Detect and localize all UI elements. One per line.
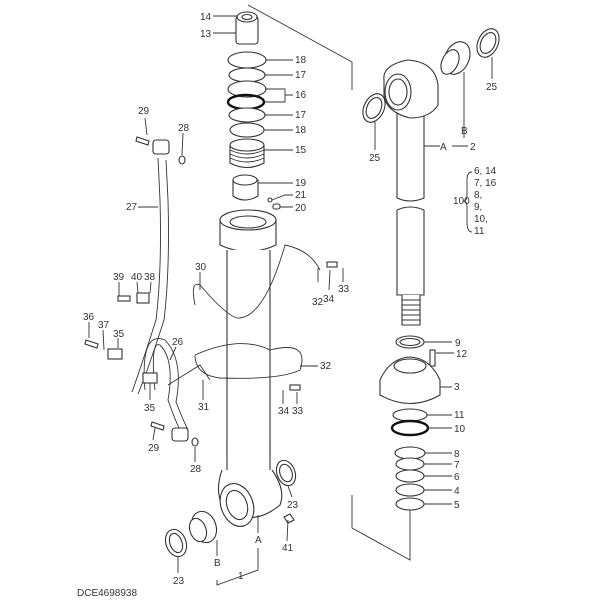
nut-19 bbox=[232, 174, 281, 210]
kit-item: 9, bbox=[474, 202, 482, 213]
part-label: 27 bbox=[126, 202, 138, 213]
part-label: 3 bbox=[454, 382, 460, 393]
part-label: 29 bbox=[138, 106, 150, 117]
part-label: 37 bbox=[98, 320, 110, 331]
part-label: 9 bbox=[455, 338, 461, 349]
part-label: 34 bbox=[323, 294, 335, 305]
part-label: 19 bbox=[295, 178, 307, 189]
pipe-27 bbox=[131, 136, 186, 395]
part-label: 32 bbox=[320, 361, 332, 372]
piston-15 bbox=[229, 138, 265, 169]
part-label: 31 bbox=[198, 402, 210, 413]
part-label: A bbox=[255, 535, 262, 546]
part-label: 39 bbox=[113, 272, 125, 283]
part-label: 18 bbox=[295, 55, 307, 66]
part-label: 41 bbox=[282, 543, 294, 554]
part-label: 16 bbox=[295, 90, 307, 101]
kit-brace bbox=[462, 171, 473, 233]
part-label: 23 bbox=[173, 576, 185, 587]
bushing-and-seals-bottom bbox=[164, 459, 297, 558]
part-label: 2 bbox=[470, 142, 476, 153]
rod-cover-and-seals bbox=[379, 335, 441, 511]
part-label: 18 bbox=[295, 125, 307, 136]
part-label: 34 bbox=[278, 406, 290, 417]
kit-item: 7, 16 bbox=[474, 178, 497, 189]
part-label: 12 bbox=[456, 349, 468, 360]
kit-item: 11 bbox=[474, 226, 485, 237]
part-label: 25 bbox=[486, 82, 498, 93]
part-label: 20 bbox=[295, 203, 307, 214]
part-label: 17 bbox=[295, 70, 307, 81]
part-label: 32 bbox=[312, 297, 324, 308]
kit-item: 10, bbox=[474, 214, 488, 225]
part-label: 5 bbox=[454, 500, 460, 511]
kit-number: 100 bbox=[453, 196, 470, 207]
part-label: 15 bbox=[295, 145, 307, 156]
piston-rod bbox=[383, 59, 439, 326]
part-label: 6 bbox=[454, 472, 460, 483]
part-label: 28 bbox=[178, 123, 190, 134]
part-label: 40 bbox=[131, 272, 143, 283]
small-hardware bbox=[84, 261, 338, 391]
leader-lines bbox=[88, 15, 493, 586]
part-label: B bbox=[461, 126, 468, 137]
part-label: 25 bbox=[369, 153, 381, 164]
part-label: 36 bbox=[83, 312, 95, 323]
part-label: 10 bbox=[454, 424, 466, 435]
seal-rings bbox=[226, 51, 267, 138]
part-label: 13 bbox=[200, 29, 212, 40]
assembly-line-bottom bbox=[351, 495, 411, 561]
drawing-code: DCE4698938 bbox=[77, 588, 137, 599]
part-label: B bbox=[214, 558, 221, 569]
kit-item: 6, 14 bbox=[474, 166, 497, 177]
part-label: 14 bbox=[200, 12, 212, 23]
part-label: A bbox=[440, 142, 447, 153]
kit-item: 8, bbox=[474, 190, 482, 201]
part-label: 7 bbox=[454, 460, 460, 471]
part-label: 8 bbox=[454, 449, 460, 460]
part-label: 33 bbox=[338, 284, 350, 295]
pipe-26 bbox=[143, 338, 199, 447]
cylinder-tube bbox=[217, 209, 283, 527]
nut-13-14 bbox=[235, 11, 259, 45]
part-label: 33 bbox=[292, 406, 304, 417]
part-label: 30 bbox=[195, 262, 207, 273]
bushing-and-seals-top bbox=[362, 28, 500, 123]
part-label: 23 bbox=[287, 500, 299, 511]
part-label: 1 bbox=[238, 571, 244, 582]
part-label: 29 bbox=[148, 443, 160, 454]
part-label: 17 bbox=[295, 110, 307, 121]
part-label: 35 bbox=[144, 403, 156, 414]
part-label: 35 bbox=[113, 329, 125, 340]
part-label: 38 bbox=[144, 272, 156, 283]
kit-list: 100 6, 14 7, 16 8, 9, 10, 11 bbox=[453, 166, 497, 237]
assembly-line-top bbox=[247, 4, 353, 90]
part-label: 11 bbox=[454, 410, 465, 421]
part-label: 28 bbox=[190, 464, 202, 475]
part-label: 26 bbox=[172, 337, 184, 348]
part-label: 21 bbox=[295, 190, 307, 201]
part-label: 4 bbox=[454, 486, 460, 497]
